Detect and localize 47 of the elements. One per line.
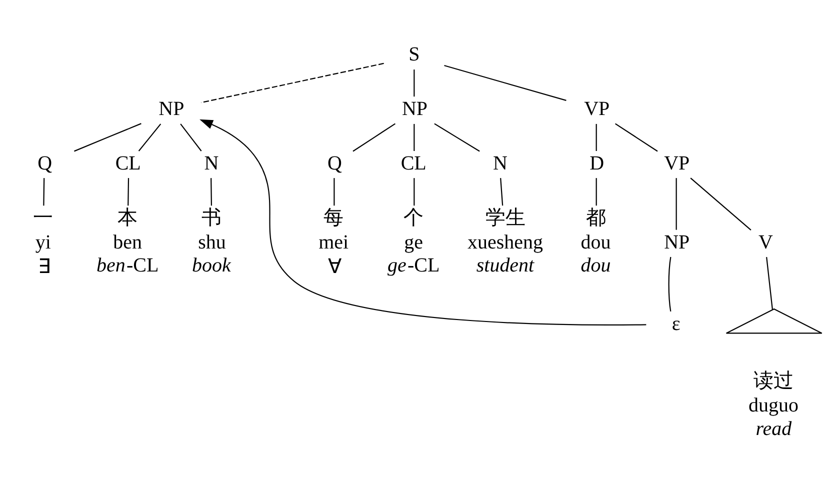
connector — [690, 178, 752, 231]
connector — [352, 123, 396, 152]
node-text: 一 yi ∃ — [33, 206, 54, 278]
connector — [414, 178, 415, 206]
node-text: VP — [664, 152, 690, 175]
node-text: ε — [672, 313, 680, 336]
connector — [668, 256, 672, 312]
node-text: CL — [400, 152, 426, 175]
connector — [434, 123, 480, 152]
connector — [614, 123, 658, 152]
node-text: NP — [402, 98, 428, 120]
node-text: NP — [158, 98, 184, 120]
node-text: 本 ben ben-CL — [96, 206, 159, 277]
connector — [414, 70, 415, 97]
connector — [180, 124, 202, 152]
node-text: V — [758, 231, 773, 254]
node-text: VP — [584, 98, 610, 120]
node-text: D — [590, 152, 604, 175]
node-text: S — [408, 44, 420, 66]
connector — [444, 64, 566, 101]
node-text: N — [204, 152, 219, 175]
node-text: 书 shu book — [192, 206, 231, 277]
node-text: 每 mei ∀ — [318, 206, 349, 278]
node-text: 学生 xuesheng student — [467, 206, 543, 277]
connector — [766, 256, 774, 310]
node-text: Q — [38, 152, 52, 175]
node-triangle — [726, 308, 822, 334]
node-text: N — [493, 152, 508, 175]
connector — [138, 124, 162, 152]
connector — [334, 178, 335, 206]
connector — [676, 178, 677, 230]
connector — [500, 178, 504, 206]
connector — [210, 178, 212, 206]
node-text: Q — [328, 152, 342, 175]
node-text: 个 ge ge-CL — [388, 206, 440, 277]
node-text: CL — [115, 152, 141, 175]
connector — [128, 178, 130, 206]
connector — [596, 178, 597, 206]
node-text: 都 dou dou — [580, 206, 611, 277]
arrow — [200, 119, 646, 326]
connector — [43, 178, 45, 206]
connector — [414, 124, 415, 151]
connector — [74, 123, 142, 152]
connector — [201, 62, 384, 104]
node-text: NP — [664, 231, 690, 254]
connector — [596, 124, 597, 151]
node-text: 读过 duguo read — [748, 370, 798, 440]
